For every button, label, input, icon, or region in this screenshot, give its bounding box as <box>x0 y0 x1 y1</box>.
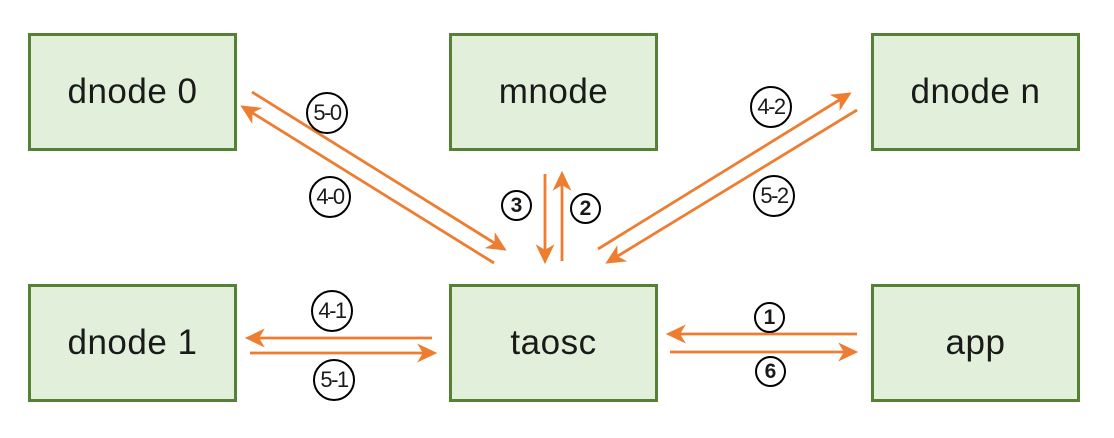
edge-arrow-4-2 <box>597 92 852 251</box>
node-dnode0-label: dnode 0 <box>67 72 198 111</box>
node-app-label: app <box>945 323 1006 362</box>
node-mnode: mnode <box>449 33 658 151</box>
edge-label-2: 2 <box>570 193 601 224</box>
node-dnode1: dnode 1 <box>28 284 237 402</box>
node-taosc-label: taosc <box>510 323 597 362</box>
node-dnoden: dnode n <box>871 33 1080 151</box>
edge-label-3: 3 <box>501 190 532 221</box>
edge-label-5-1: 5-1 <box>313 359 355 401</box>
node-mnode-label: mnode <box>498 72 609 111</box>
edge-label-4-2: 4-2 <box>750 86 792 128</box>
edge-label-4-0: 4-0 <box>309 176 351 218</box>
node-dnoden-label: dnode n <box>910 72 1041 111</box>
edge-label-5-2: 5-2 <box>753 175 795 217</box>
node-taosc: taosc <box>449 284 658 402</box>
edge-arrow-5-2 <box>605 108 858 264</box>
edge-label-1: 1 <box>754 302 785 333</box>
edge-label-5-0: 5-0 <box>306 92 348 134</box>
node-dnode0: dnode 0 <box>28 33 237 151</box>
edge-label-4-1: 4-1 <box>311 290 353 332</box>
edge-arrow-4-0 <box>240 105 495 265</box>
edge-arrow-5-0 <box>251 90 507 251</box>
edge-label-6: 6 <box>755 356 786 387</box>
node-dnode1-label: dnode 1 <box>67 323 198 362</box>
node-app: app <box>871 284 1080 402</box>
